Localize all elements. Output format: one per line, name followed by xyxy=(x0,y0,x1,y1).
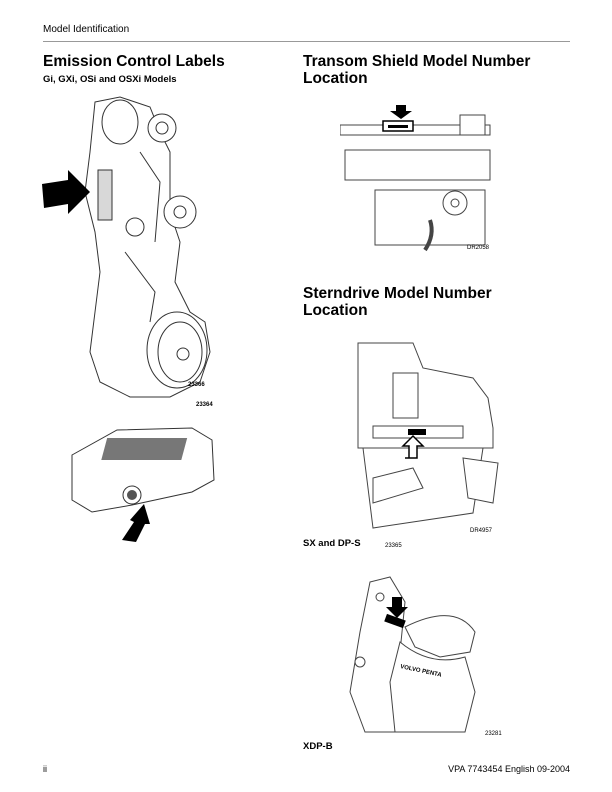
doc-id: VPA 7743454 English 09-2004 xyxy=(448,764,570,774)
page-number: ii xyxy=(43,764,47,774)
transom-shield-figure: DR2058 xyxy=(340,105,491,252)
transom-title: Transom Shield Model Number Location xyxy=(303,53,531,87)
xdp-figure: VOLVO PENTA 23281 xyxy=(349,576,502,737)
engine-cover-figure xyxy=(71,427,215,542)
fig1-code-a: 23366 xyxy=(188,382,205,388)
fig1-code-b: 23364 xyxy=(196,402,213,408)
arrow-right-icon xyxy=(42,170,90,214)
sx-caption: SX and DP-S xyxy=(303,538,361,549)
header-rule xyxy=(43,41,570,42)
sx-code: 23365 xyxy=(385,543,402,549)
xdp-caption: XDP-B xyxy=(303,741,333,752)
sterndrive-figure: DR4957 xyxy=(357,342,499,534)
xdp-code: 23281 xyxy=(485,731,502,737)
arrow-down-icon-2 xyxy=(386,597,408,618)
engine-label-figure: 23366 23364 xyxy=(42,96,213,408)
transom-code: DR2058 xyxy=(467,245,490,251)
arrow-up-outline-icon xyxy=(401,434,425,459)
emission-title: Emission Control Labels xyxy=(43,53,225,70)
running-header: Model Identification xyxy=(43,24,130,35)
arrow-up-icon xyxy=(122,504,150,542)
emission-subtitle: Gi, GXi, OSi and OSXi Models xyxy=(43,74,177,85)
sterndrive-title: Sterndrive Model Number Location xyxy=(303,285,492,319)
sterndrive-code: DR4957 xyxy=(470,528,493,534)
arrow-down-icon xyxy=(390,105,412,119)
